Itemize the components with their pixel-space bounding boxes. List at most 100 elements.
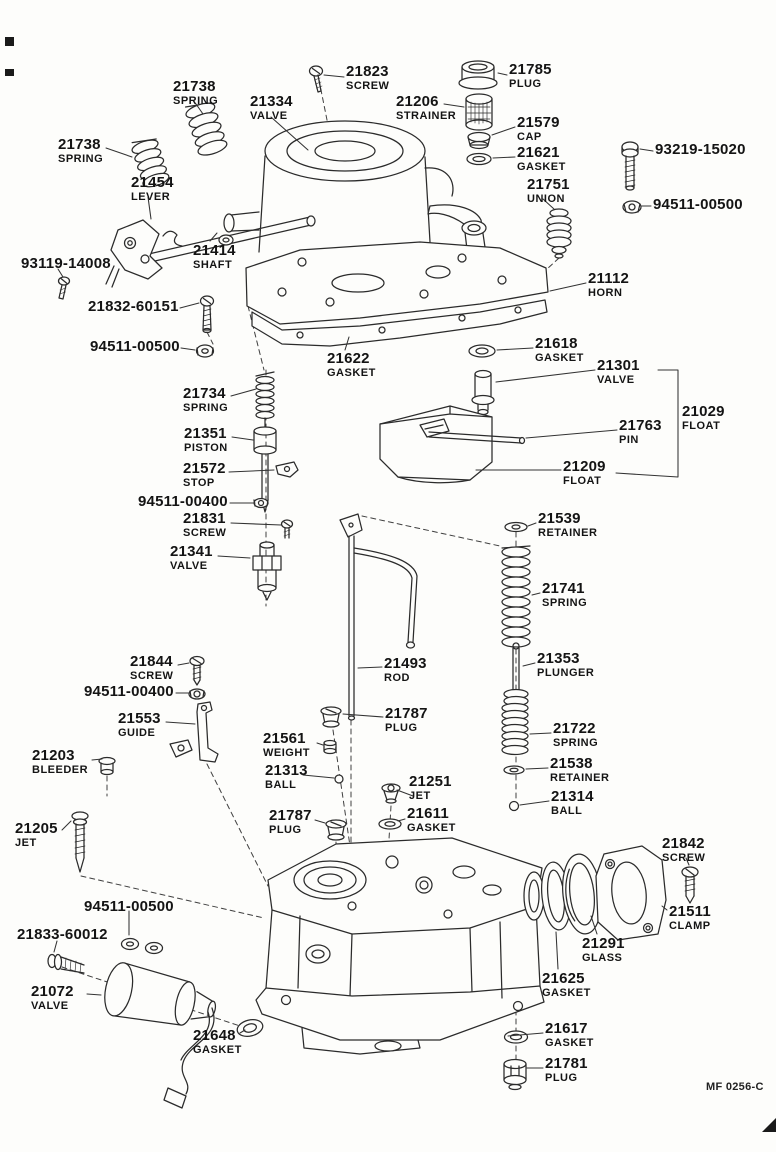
spring-21741-drawing — [501, 545, 531, 648]
strainer-21206-drawing — [465, 93, 493, 131]
leader-line-21314 — [519, 800, 550, 806]
leader-line-21785 — [497, 72, 508, 76]
part-name: RETAINER — [550, 771, 610, 784]
part-name: GASKET — [407, 821, 456, 834]
gasket-21617-drawing — [503, 1030, 529, 1044]
leader-line-21622 — [344, 336, 350, 351]
part-number: 21617 — [545, 1020, 588, 1037]
leader-line-21722 — [529, 732, 552, 735]
part-number: 21538 — [550, 755, 593, 772]
leader-line-21414 — [209, 232, 218, 242]
part-number: 21334 — [250, 93, 293, 110]
bolt-93219-15020-drawing — [621, 141, 639, 191]
part-label-93119-14008: 93119-14008 — [21, 256, 111, 272]
jet-21205-drawing — [71, 811, 89, 873]
part-name: WEIGHT — [263, 746, 310, 759]
part-name: SCREW — [346, 79, 390, 92]
stop-21572-drawing — [275, 461, 299, 478]
bleeder-21203-drawing — [98, 756, 116, 776]
leader-line-21763 — [525, 429, 618, 439]
part-number: 21206 — [396, 93, 439, 110]
part-label-94511-00500: 94511-00500 — [653, 197, 743, 213]
screw-21832-60151-drawing — [199, 295, 215, 334]
jet-21251-drawing — [381, 783, 401, 804]
leader-line-21823 — [323, 74, 345, 78]
part-name: SPRING — [542, 596, 588, 609]
part-number: 21112 — [588, 270, 630, 287]
part-name: PLUG — [545, 1071, 578, 1084]
part-name: GASKET — [327, 366, 376, 379]
part-name: BLEEDER — [32, 763, 89, 776]
part-number: 21561 — [263, 730, 306, 747]
part-number: 93219-15020 — [655, 141, 746, 158]
screw-21823-drawing — [308, 65, 324, 93]
part-label-94511-00400: 94511-00400 — [84, 684, 174, 700]
figure-code: MF 0256-C — [706, 1081, 764, 1093]
part-name: CLAMP — [669, 919, 711, 932]
part-number: 21618 — [535, 335, 578, 352]
leader-line-21353 — [522, 662, 536, 667]
part-number: 21763 — [619, 417, 662, 434]
plug-21785-drawing — [458, 60, 498, 90]
part-name: ROD — [384, 671, 410, 684]
leader-line-21741 — [531, 592, 541, 596]
part-name: STRAINER — [396, 109, 457, 122]
leader-line-21734 — [230, 388, 257, 397]
part-label-94511-00400: 94511-00400 — [138, 494, 228, 510]
leader-line-21301 — [495, 369, 596, 383]
part-number: 21722 — [553, 720, 596, 737]
float-bowl-body-drawing — [255, 837, 545, 1055]
part-number: 21353 — [537, 650, 580, 667]
part-name: PISTON — [184, 441, 228, 454]
leader-line-21351 — [231, 436, 254, 441]
part-number: 21313 — [265, 762, 308, 779]
washers-94511-00500-drawing — [120, 937, 164, 955]
part-number: 94511-00400 — [138, 493, 228, 510]
valve-21072-drawing — [104, 962, 217, 1109]
guide-21553-drawing — [169, 701, 219, 763]
part-name: FLOAT — [563, 474, 602, 487]
valve-21341-drawing — [252, 541, 282, 601]
leader-line-21251 — [396, 789, 414, 797]
nut-94511-00500-right-drawing — [622, 200, 642, 214]
part-number: 21511 — [669, 903, 711, 920]
part-number: 21787 — [269, 807, 312, 824]
part-label-94511-00500: 94511-00500 — [90, 339, 180, 355]
part-name: SPRING — [553, 736, 599, 749]
part-name: JET — [409, 789, 431, 802]
part-number: 21553 — [118, 710, 161, 727]
part-number: 93119-14008 — [21, 255, 111, 272]
screw-21831-drawing — [280, 519, 294, 539]
part-number: 21781 — [545, 1055, 588, 1072]
weight-21561-drawing — [323, 739, 337, 755]
rod-21493-drawing — [339, 513, 418, 721]
leader-line-21617 — [507, 1032, 544, 1037]
bolt-21833-60012-drawing — [47, 953, 85, 974]
retainer-21539-drawing — [504, 521, 528, 533]
part-number: 21751 — [527, 176, 570, 193]
leader-line-21553 — [165, 721, 196, 725]
gasket-21621-drawing — [466, 152, 492, 166]
leader-line-21833-60012 — [53, 940, 58, 953]
part-number: 94511-00500 — [653, 196, 743, 213]
